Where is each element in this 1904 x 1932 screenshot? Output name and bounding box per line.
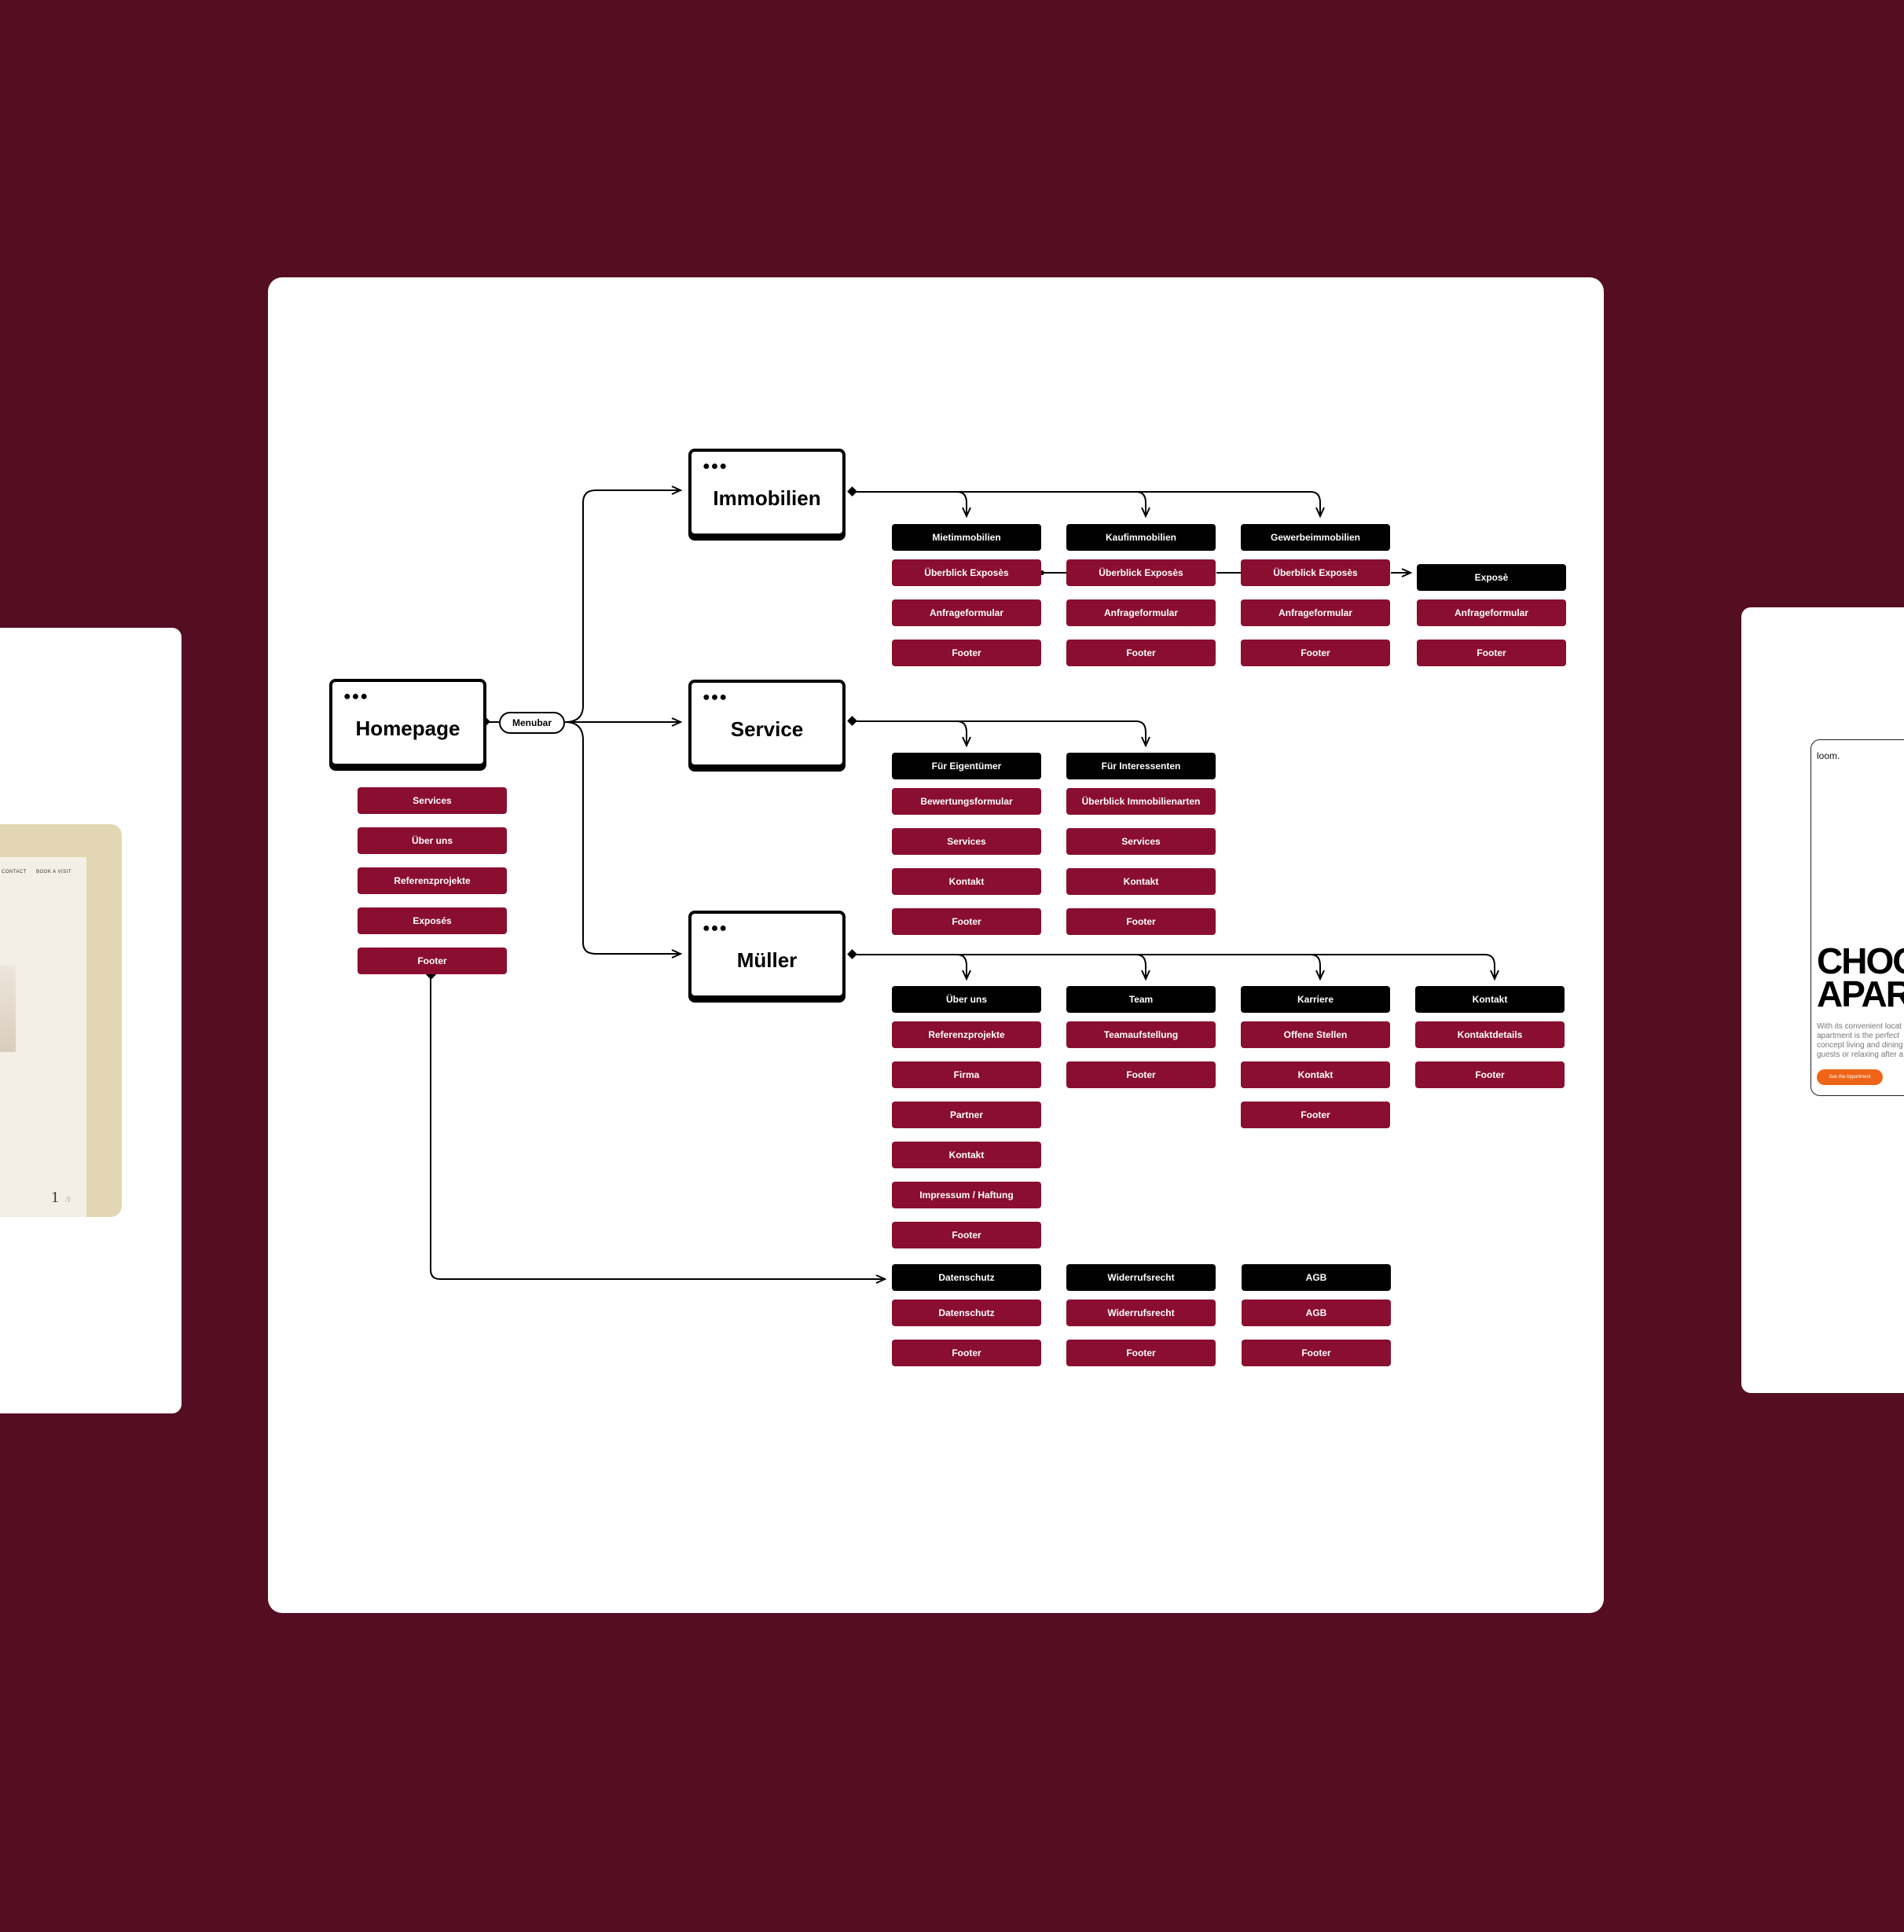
immobilien-category[interactable]: Mietimmobilien bbox=[892, 524, 1041, 551]
mueller-category[interactable]: Karriere bbox=[1241, 986, 1390, 1013]
immobilien-page[interactable]: Footer bbox=[892, 640, 1041, 666]
preview-page-number: 1 bbox=[51, 1189, 59, 1206]
immobilien-page[interactable]: Überblick Exposès bbox=[1241, 559, 1390, 586]
mueller-page[interactable]: Teamaufstellung bbox=[1066, 1021, 1216, 1048]
immobilien-page[interactable]: Footer bbox=[1066, 640, 1216, 666]
service-category[interactable]: Für Eigentümer bbox=[892, 753, 1041, 779]
legal-page[interactable]: Footer bbox=[1066, 1340, 1216, 1366]
immobilien-page[interactable]: Überblick Exposès bbox=[1066, 559, 1216, 586]
homepage-section[interactable]: Referenzprojekte bbox=[358, 867, 507, 894]
legal-page[interactable]: AGB bbox=[1242, 1300, 1391, 1326]
service-node[interactable]: ●●● Service bbox=[688, 680, 846, 768]
left-preview-card: CONTACT BOOK A VISIT 1 /I bbox=[0, 628, 182, 1413]
preview-nav-book: BOOK A VISIT bbox=[36, 870, 72, 874]
mueller-category[interactable]: Team bbox=[1066, 986, 1216, 1013]
service-page[interactable]: Kontakt bbox=[1066, 868, 1216, 895]
legal-category[interactable]: Widerrufsrecht bbox=[1066, 1264, 1216, 1291]
mueller-page[interactable]: Referenzprojekte bbox=[892, 1021, 1041, 1048]
service-page[interactable]: Kontakt bbox=[892, 868, 1041, 895]
service-page[interactable]: Services bbox=[1066, 828, 1216, 855]
preview-logo: loom. bbox=[1817, 750, 1840, 761]
window-dots-icon: ●●● bbox=[343, 690, 369, 703]
preview-body: With its convenient locat apartment is t… bbox=[1817, 1022, 1904, 1059]
preview-headline-2: APAR bbox=[1817, 973, 1904, 1014]
mueller-page[interactable]: Footer bbox=[1066, 1061, 1216, 1088]
homepage-section[interactable]: Services bbox=[358, 787, 507, 814]
mueller-page[interactable]: Offene Stellen bbox=[1241, 1021, 1390, 1048]
service-page[interactable]: Footer bbox=[892, 908, 1041, 935]
preview-page-suffix: /I bbox=[65, 1195, 71, 1204]
mueller-page[interactable]: Kontakt bbox=[1241, 1061, 1390, 1088]
legal-category[interactable]: Datenschutz bbox=[892, 1264, 1041, 1291]
mueller-page[interactable]: Kontakt bbox=[892, 1142, 1041, 1168]
mueller-category[interactable]: Kontakt bbox=[1415, 986, 1565, 1013]
preview-cta-button[interactable]: See the Appartment bbox=[1817, 1069, 1883, 1085]
mueller-node[interactable]: ●●● Müller bbox=[688, 911, 846, 999]
mueller-page[interactable]: Impressum / Haftung bbox=[892, 1182, 1041, 1208]
window-dots-icon: ●●● bbox=[703, 922, 728, 935]
mueller-page[interactable]: Footer bbox=[1415, 1061, 1565, 1088]
mueller-page[interactable]: Partner bbox=[892, 1102, 1041, 1128]
mueller-page[interactable]: Firma bbox=[892, 1061, 1041, 1088]
expose-page[interactable]: Anfrageformular bbox=[1417, 599, 1566, 626]
menubar-connector: Menubar bbox=[499, 712, 565, 734]
homepage-section[interactable]: Über uns bbox=[358, 827, 507, 854]
immobilien-page[interactable]: Footer bbox=[1241, 640, 1390, 666]
mueller-category[interactable]: Über uns bbox=[892, 986, 1041, 1013]
legal-page[interactable]: Footer bbox=[892, 1340, 1041, 1366]
service-page[interactable]: Footer bbox=[1066, 908, 1216, 935]
legal-page[interactable]: Widerrufsrecht bbox=[1066, 1300, 1216, 1326]
immobilien-category[interactable]: Gewerbeimmobilien bbox=[1241, 524, 1390, 551]
immobilien-page[interactable]: Anfrageformular bbox=[1066, 599, 1216, 626]
immobilien-node[interactable]: ●●● Immobilien bbox=[688, 449, 846, 537]
mueller-page[interactable]: Footer bbox=[892, 1222, 1041, 1248]
window-dots-icon: ●●● bbox=[703, 460, 728, 473]
immobilien-page[interactable]: Anfrageformular bbox=[1241, 599, 1390, 626]
preview-frame bbox=[0, 824, 122, 1217]
immobilien-page[interactable]: Anfrageformular bbox=[892, 599, 1041, 626]
expose-page[interactable]: Footer bbox=[1417, 640, 1566, 666]
service-page[interactable]: Bewertungsformular bbox=[892, 788, 1041, 815]
preview-nav-contact: CONTACT bbox=[2, 870, 28, 874]
preview-phone-frame bbox=[1810, 739, 1904, 1096]
preview-photo bbox=[0, 966, 16, 1052]
immobilien-category[interactable]: Kaufimmobilien bbox=[1066, 524, 1216, 551]
immobilien-page[interactable]: Überblick Exposès bbox=[892, 559, 1041, 586]
preview-headline-1: CHOO bbox=[1817, 940, 1904, 981]
mueller-page[interactable]: Footer bbox=[1241, 1102, 1390, 1128]
homepage-section[interactable]: Footer bbox=[358, 948, 507, 974]
homepage-section[interactable]: Exposés bbox=[358, 907, 507, 934]
right-preview-card: loom. CHOO APAR With its convenient loca… bbox=[1741, 607, 1904, 1393]
service-page[interactable]: Services bbox=[892, 828, 1041, 855]
homepage-node[interactable]: ●●● Homepage bbox=[329, 679, 486, 767]
window-dots-icon: ●●● bbox=[703, 691, 728, 704]
legal-page[interactable]: Datenschutz bbox=[892, 1300, 1041, 1326]
mueller-page[interactable]: Kontaktdetails bbox=[1415, 1021, 1565, 1048]
expose-category[interactable]: Exposè bbox=[1417, 564, 1566, 591]
service-page[interactable]: Überblick Immobilienarten bbox=[1066, 788, 1216, 815]
sitemap-card bbox=[268, 277, 1604, 1613]
legal-category[interactable]: AGB bbox=[1242, 1264, 1391, 1291]
legal-page[interactable]: Footer bbox=[1242, 1340, 1391, 1366]
service-category[interactable]: Für Interessenten bbox=[1066, 753, 1216, 779]
